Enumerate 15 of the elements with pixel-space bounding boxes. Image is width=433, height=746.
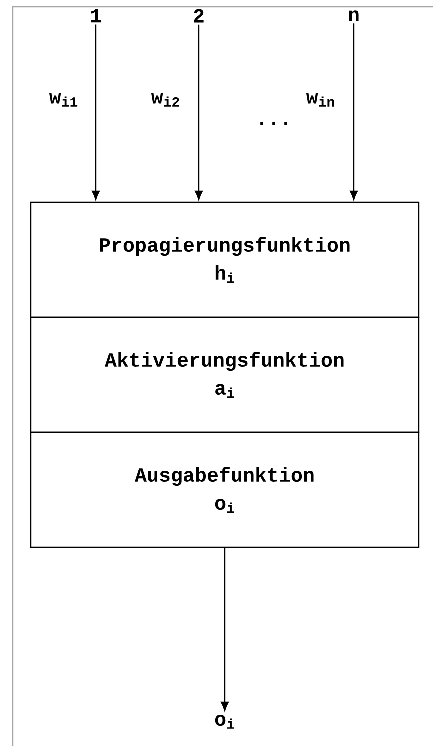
arrow <box>195 24 203 200</box>
arrow <box>221 548 229 712</box>
output-label: o$_{i}$ <box>215 715 234 729</box>
input-label: n <box>349 10 359 22</box>
ellipsis-label: ... <box>260 122 288 126</box>
function-band: Aktivierungsfunktion a$_{i}$ <box>30 316 420 434</box>
arrow <box>92 24 100 200</box>
arrow <box>350 24 358 200</box>
edge-label: w$_{i1}$ <box>49 93 78 107</box>
function-band: Ausgabefunktion o$_{i}$ <box>30 432 420 548</box>
edge-label: w$_{in}$ <box>306 93 334 107</box>
function-band: Propagierungsfunktion h$_{i}$ <box>30 202 420 318</box>
input-label: 2 <box>194 9 204 23</box>
edge-label: w$_{i2}$ <box>151 93 180 107</box>
input-label: 1 <box>91 9 102 23</box>
